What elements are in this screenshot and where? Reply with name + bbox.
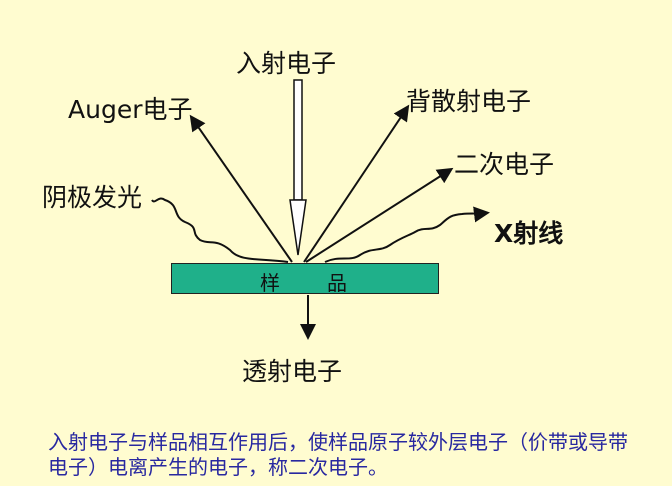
sample-block: 样 品 (171, 263, 439, 295)
sample-label-1: 样 (260, 271, 280, 295)
cathodoluminescence-wave (151, 197, 289, 263)
backscatter-line (303, 104, 410, 263)
label-incident-electron: 入射电子 (236, 49, 337, 78)
sample-label-2: 品 (327, 271, 347, 295)
label-xray: X射线 (494, 219, 564, 248)
label-cathodoluminescence: 阴极发光 (42, 183, 143, 212)
caption-text: 入射电子与样品相互作用后，使样品原子较外层电子（价带或导带电子）电离产生的电子，… (48, 430, 628, 479)
label-auger-electron: Auger电子 (68, 95, 193, 124)
label-secondary-electron: 二次电子 (454, 150, 555, 179)
incident-beam-arrow (289, 79, 307, 256)
label-backscattered-electron: 背散射电子 (406, 87, 532, 116)
xray-wave (324, 206, 490, 263)
secondary-line (305, 167, 454, 263)
auger-line (189, 114, 293, 263)
label-transmitted-electron: 透射电子 (242, 357, 343, 386)
